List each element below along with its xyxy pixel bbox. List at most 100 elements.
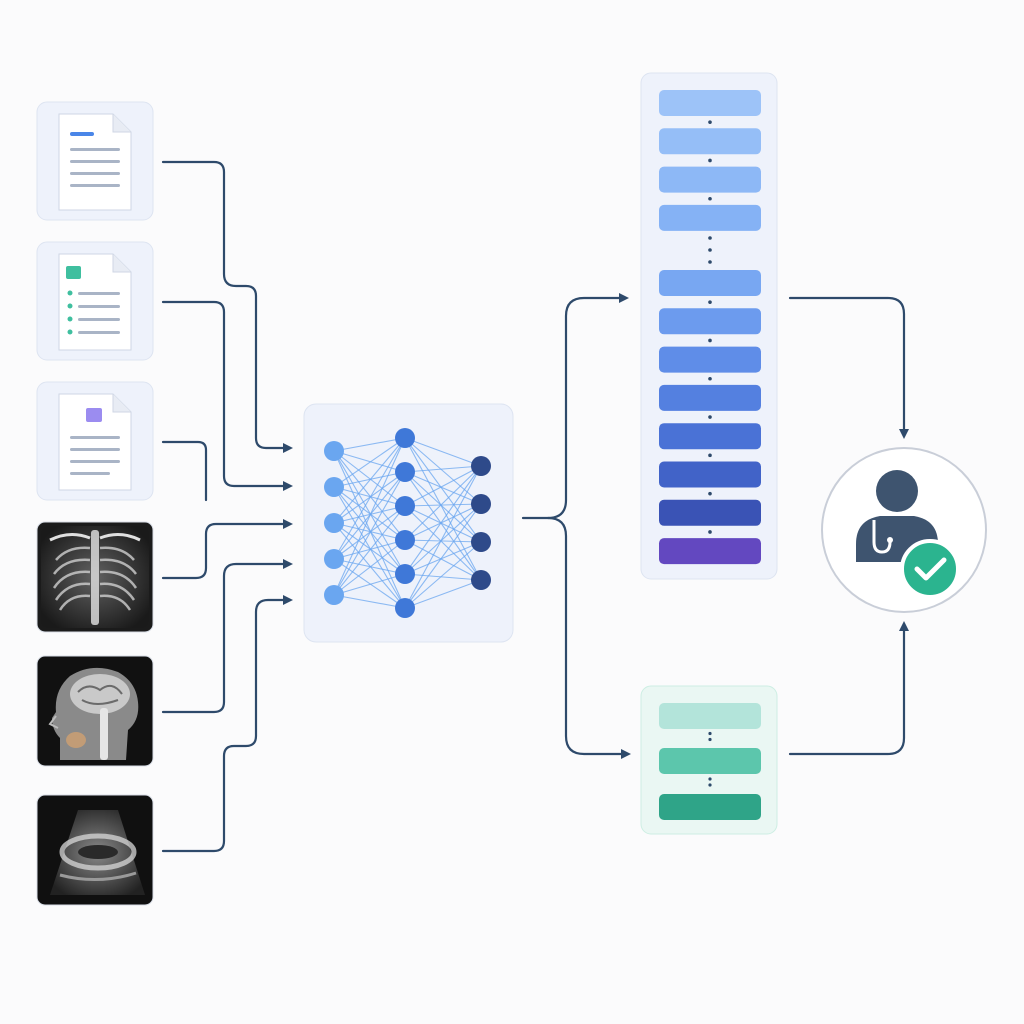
nn-node: [471, 494, 491, 514]
separator-dot: [708, 120, 712, 124]
nn-edge: [404, 505, 482, 581]
nn-node: [471, 456, 491, 476]
nn-node: [395, 496, 415, 516]
model-panel: [303, 403, 514, 643]
nn-edge: [333, 450, 406, 609]
output-bar: [659, 204, 761, 231]
output-bar: [659, 703, 761, 729]
input-images: [36, 521, 154, 906]
nn-edge: [333, 539, 406, 560]
nn-node: [395, 564, 415, 584]
neural-network-edges: [333, 437, 482, 609]
nn-edge: [333, 437, 406, 524]
separator-dot: [708, 300, 712, 304]
nn-node: [324, 585, 344, 605]
separator-dot: [708, 196, 712, 201]
form-document-icon: [36, 381, 154, 501]
nn-node: [395, 530, 415, 550]
checklist-document-icon: [36, 241, 154, 361]
nn-edge: [404, 437, 482, 543]
nn-edge: [404, 505, 482, 543]
output-bar: [659, 308, 761, 335]
connector-model-split: [521, 293, 629, 520]
output-bar: [659, 128, 761, 155]
ultrasound-scan-icon: [36, 794, 154, 906]
separator-dot: [708, 158, 712, 163]
nn-node: [471, 532, 491, 552]
separator-dot: [708, 376, 712, 381]
connector-model-split-lower: [546, 516, 631, 759]
connector-doc-3: [161, 440, 208, 502]
nn-edge: [404, 465, 482, 575]
nn-node: [324, 477, 344, 497]
output-connectors: [521, 293, 909, 759]
nn-node: [324, 549, 344, 569]
nn-edge: [404, 471, 482, 505]
nn-node: [471, 570, 491, 590]
separator-dot: [708, 737, 712, 742]
separator-dot: [708, 338, 712, 343]
connector-blue-to-result: [788, 296, 909, 439]
output-bar: [659, 794, 761, 820]
nn-edge: [404, 579, 482, 609]
nn-edge: [333, 573, 406, 596]
nn-edge: [333, 486, 406, 609]
connector-mri: [161, 559, 293, 714]
neural-network-icon: [324, 428, 491, 618]
ellipsis-dot: [708, 248, 712, 252]
nn-edge: [333, 505, 406, 596]
check-icon: [914, 557, 947, 581]
report-document-icon: [36, 101, 154, 221]
nn-node: [395, 598, 415, 618]
nn-node: [324, 513, 344, 533]
connector-doc-2: [161, 300, 293, 491]
nn-edge: [333, 471, 406, 596]
nn-edge: [404, 503, 482, 541]
nn-edge: [404, 465, 482, 609]
ellipsis-dot: [708, 260, 712, 264]
nn-edge: [404, 539, 482, 543]
input-documents: [36, 101, 154, 501]
nn-edge: [333, 486, 406, 507]
separator-dot: [708, 783, 712, 787]
output-bar: [659, 346, 761, 373]
nn-edge: [404, 503, 482, 575]
nn-edge: [333, 450, 406, 473]
nn-edge: [333, 437, 406, 596]
nn-edge: [404, 541, 482, 609]
nn-edge: [333, 437, 406, 488]
blue-output-stack: [640, 72, 778, 580]
output-bar: [659, 270, 761, 296]
nn-edge: [404, 573, 482, 581]
nn-edge: [404, 503, 482, 609]
nn-edge: [333, 558, 406, 609]
output-bar: [659, 423, 761, 450]
separator-dot: [708, 453, 712, 458]
teal-output-stack: [640, 685, 778, 835]
nn-edge: [404, 437, 482, 505]
output-bar: [659, 499, 761, 526]
doctor-verified-icon: [821, 447, 987, 613]
nn-node: [395, 428, 415, 448]
nn-edge: [333, 522, 406, 609]
separator-dot: [708, 530, 712, 534]
separator-dot: [708, 415, 712, 419]
output-bar: [659, 384, 761, 411]
nn-edge: [333, 539, 406, 596]
separator-dot: [708, 777, 712, 781]
connector-doc-1: [161, 160, 293, 453]
check-badge: [900, 539, 960, 599]
nn-edge: [333, 594, 406, 609]
nn-edge: [404, 503, 482, 507]
nn-node: [324, 441, 344, 461]
connector-teal-to-result: [788, 621, 909, 756]
nn-edge: [333, 471, 406, 488]
connector-xray: [161, 519, 293, 580]
chest-xray-icon: [36, 521, 154, 633]
nn-edge: [404, 465, 482, 473]
nn-node: [395, 462, 415, 482]
nn-edge: [333, 437, 406, 560]
nn-edge: [333, 558, 406, 575]
nn-edge: [404, 465, 482, 507]
